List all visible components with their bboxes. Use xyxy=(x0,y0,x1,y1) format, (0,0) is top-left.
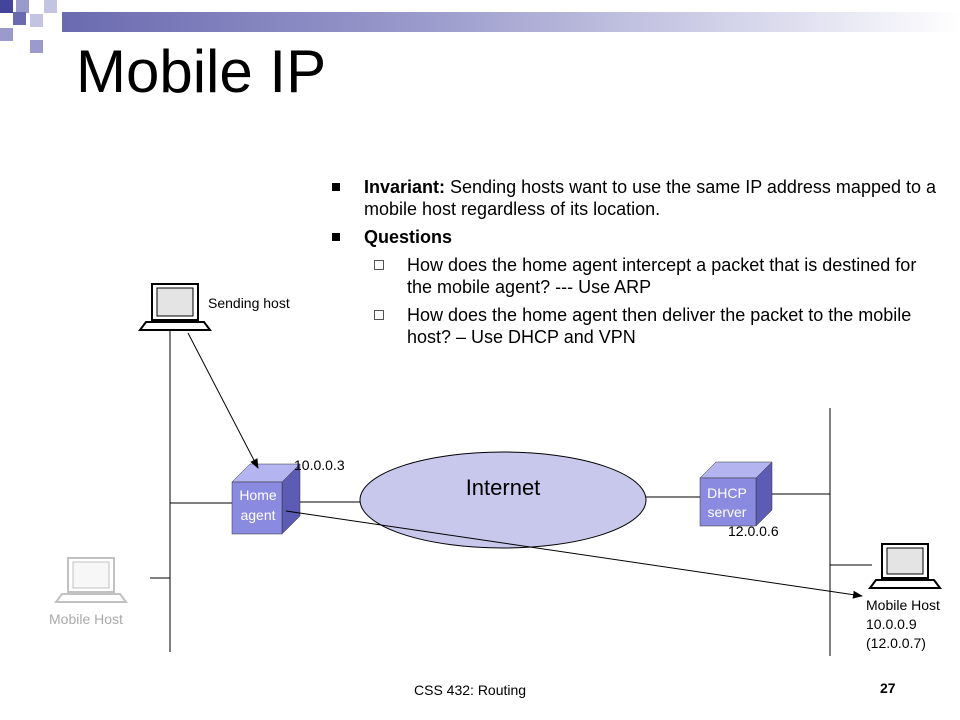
slide-footer: CSS 432: Routing xyxy=(414,682,527,698)
page-number: 27 xyxy=(880,680,896,696)
corner-square xyxy=(0,28,13,41)
dhcp-ip-label: 12.0.0.6 xyxy=(728,523,779,539)
corner-square xyxy=(13,12,26,25)
bullet-questions: Questions xyxy=(330,226,940,248)
sending-host-laptop-icon xyxy=(138,283,212,331)
questions-label: Questions xyxy=(364,227,453,247)
internet-cloud xyxy=(359,451,647,549)
header-gradient-bar xyxy=(62,12,960,32)
dhcp-server-cube xyxy=(699,461,773,527)
home-agent-label-line2: agent xyxy=(240,507,275,523)
hollow-square-bullet-icon xyxy=(374,310,384,320)
corner-square xyxy=(44,0,57,13)
bullet-square-icon xyxy=(332,183,340,191)
tunnel-arrow-to-mobile-host xyxy=(285,510,863,599)
corner-square xyxy=(16,0,29,13)
corner-square xyxy=(0,0,13,13)
dhcp-label-line1: DHCP xyxy=(707,485,747,501)
bullet-list: Invariant: Sending hosts want to use the… xyxy=(330,176,940,354)
slide-title: Mobile IP xyxy=(76,38,327,105)
sub-bullet-arp: How does the home agent intercept a pack… xyxy=(330,254,940,298)
mobile-host-new-ip-label: (12.0.0.7) xyxy=(866,635,926,651)
home-agent-ip-label: 10.0.0.3 xyxy=(294,457,345,473)
internet-label: Internet xyxy=(466,475,541,500)
sub-bullet-text: How does the home agent intercept a pack… xyxy=(407,255,917,297)
invariant-label: Invariant: xyxy=(364,177,446,197)
mobile-host-ip-label: 10.0.0.9 xyxy=(866,616,917,632)
dhcp-label-line2: server xyxy=(708,504,747,520)
home-agent-label-line1: Home xyxy=(239,487,277,503)
home-agent-cube xyxy=(231,463,301,535)
packet-arrow-to-home-agent xyxy=(187,332,259,469)
invariant-text: Sending hosts want to use the same IP ad… xyxy=(364,177,937,219)
sending-host-label: Sending host xyxy=(208,295,290,311)
hollow-square-bullet-icon xyxy=(374,260,384,270)
corner-square xyxy=(30,14,43,27)
sub-bullet-dhcp: How does the home agent then deliver the… xyxy=(330,304,940,348)
mobile-host-new-label: Mobile Host xyxy=(866,597,940,613)
sub-bullet-text: How does the home agent then deliver the… xyxy=(407,305,912,347)
bullet-square-icon xyxy=(332,233,340,241)
corner-square xyxy=(30,40,43,53)
mobile-host-old-laptop-icon xyxy=(54,557,128,603)
bullet-invariant: Invariant: Sending hosts want to use the… xyxy=(330,176,940,220)
mobile-host-new-laptop-icon xyxy=(868,543,942,589)
mobile-host-old-label: Mobile Host xyxy=(49,611,123,627)
